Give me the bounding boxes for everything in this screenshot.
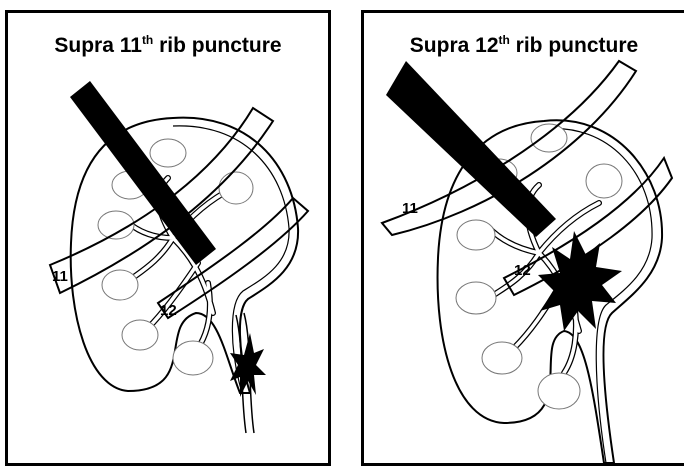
- needle: [70, 81, 216, 265]
- rib-label-12: 12: [160, 302, 177, 319]
- kidney-illustration: 11 12: [8, 13, 328, 463]
- rib-label-11: 11: [52, 268, 68, 285]
- panel-supra-12th: Supra 12th rib puncture 11 12: [361, 10, 684, 466]
- kidney-illustration: 11 12: [364, 13, 684, 463]
- rib-label-11: 11: [402, 200, 418, 217]
- panel-supra-11th: Supra 11th rib puncture 11 12: [5, 10, 331, 466]
- rib-label-12: 12: [514, 262, 531, 279]
